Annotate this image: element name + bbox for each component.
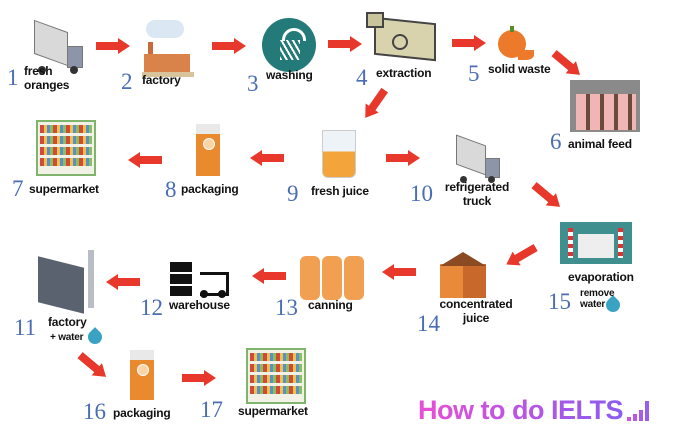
step-label: refrigerated truck <box>444 180 510 208</box>
step-number: 2 <box>121 69 133 94</box>
step-number: 5 <box>468 61 480 86</box>
step-number: 17 <box>200 397 223 422</box>
arrow-2-3 <box>212 38 246 54</box>
step-label: factory <box>142 73 181 87</box>
forklift-icon <box>170 262 232 298</box>
step-number: 7 <box>12 176 24 201</box>
step-number: 6 <box>550 129 562 154</box>
truck-icon <box>456 134 502 184</box>
extraction-machine-icon <box>366 12 438 62</box>
step-number: 3 <box>247 71 259 96</box>
supermarket-shelf-icon <box>246 348 306 404</box>
step-number: 8 <box>165 177 177 202</box>
step-label: factory <box>48 315 87 329</box>
step-number: 12 <box>140 295 163 320</box>
water-drop-icon <box>85 327 105 347</box>
juice-glass-icon <box>322 130 356 178</box>
factory-icon <box>142 20 194 78</box>
step-number: 16 <box>83 399 106 424</box>
step-sublabel: + water <box>50 332 84 343</box>
step-number: 4 <box>356 65 368 90</box>
step-number: 11 <box>14 315 37 340</box>
step-number: 15 <box>548 289 571 314</box>
arrow-3-4 <box>328 36 362 52</box>
orange-peel-icon <box>496 26 540 66</box>
arrow-11-16 <box>77 352 107 377</box>
arrow-8-7 <box>128 152 162 168</box>
arrow-9-10 <box>386 150 420 166</box>
bar-chart-icon <box>626 401 649 421</box>
cans-icon <box>300 256 366 300</box>
truck-icon <box>34 19 84 74</box>
washing-icon <box>262 18 316 72</box>
step-label: solid waste <box>488 62 551 76</box>
step-number: 13 <box>275 295 298 320</box>
arrow-12-11 <box>106 274 140 290</box>
arrow-15-14 <box>506 244 538 266</box>
step-label: packaging <box>113 406 171 420</box>
arrow-10-15 <box>531 182 561 207</box>
step-label: canning <box>308 298 353 312</box>
arrow-16-17 <box>182 370 216 386</box>
step-number: 14 <box>417 311 440 336</box>
step-label: packaging <box>181 182 239 196</box>
supermarket-shelf-icon <box>36 120 96 176</box>
step-label: extraction <box>376 66 432 80</box>
arrow-5-6 <box>551 50 581 75</box>
arrow-9-8 <box>250 150 284 166</box>
arrow-4-5 <box>452 35 486 51</box>
pig-pen-icon <box>570 80 640 132</box>
step-number: 1 <box>7 65 19 90</box>
arrow-1-2 <box>96 38 130 54</box>
step-number: 10 <box>410 181 433 206</box>
step-label: washing <box>266 68 313 82</box>
step-label: supermarket <box>238 404 308 418</box>
evaporation-plant-icon <box>560 222 632 264</box>
step-sublabel: remove water <box>580 288 615 310</box>
step-label: supermarket <box>29 182 99 196</box>
juice-carton-icon <box>130 350 154 400</box>
step-label: concentrated juice <box>439 297 513 325</box>
arrow-13-12 <box>252 268 286 284</box>
step-label: warehouse <box>169 298 230 312</box>
step-number: 9 <box>287 181 299 206</box>
logo: How to do IELTS <box>418 392 649 426</box>
arrow-14-13 <box>382 264 416 280</box>
step-label: animal feed <box>568 137 632 151</box>
arrow-4-9 <box>365 87 389 118</box>
factory-icon <box>38 250 98 314</box>
cube-icon <box>440 252 486 298</box>
step-label: fresh oranges <box>24 64 70 92</box>
juice-carton-icon <box>196 124 220 176</box>
step-label: evaporation <box>568 270 634 284</box>
logo-text: How to do IELTS <box>418 395 623 425</box>
step-label: fresh juice <box>311 184 369 198</box>
